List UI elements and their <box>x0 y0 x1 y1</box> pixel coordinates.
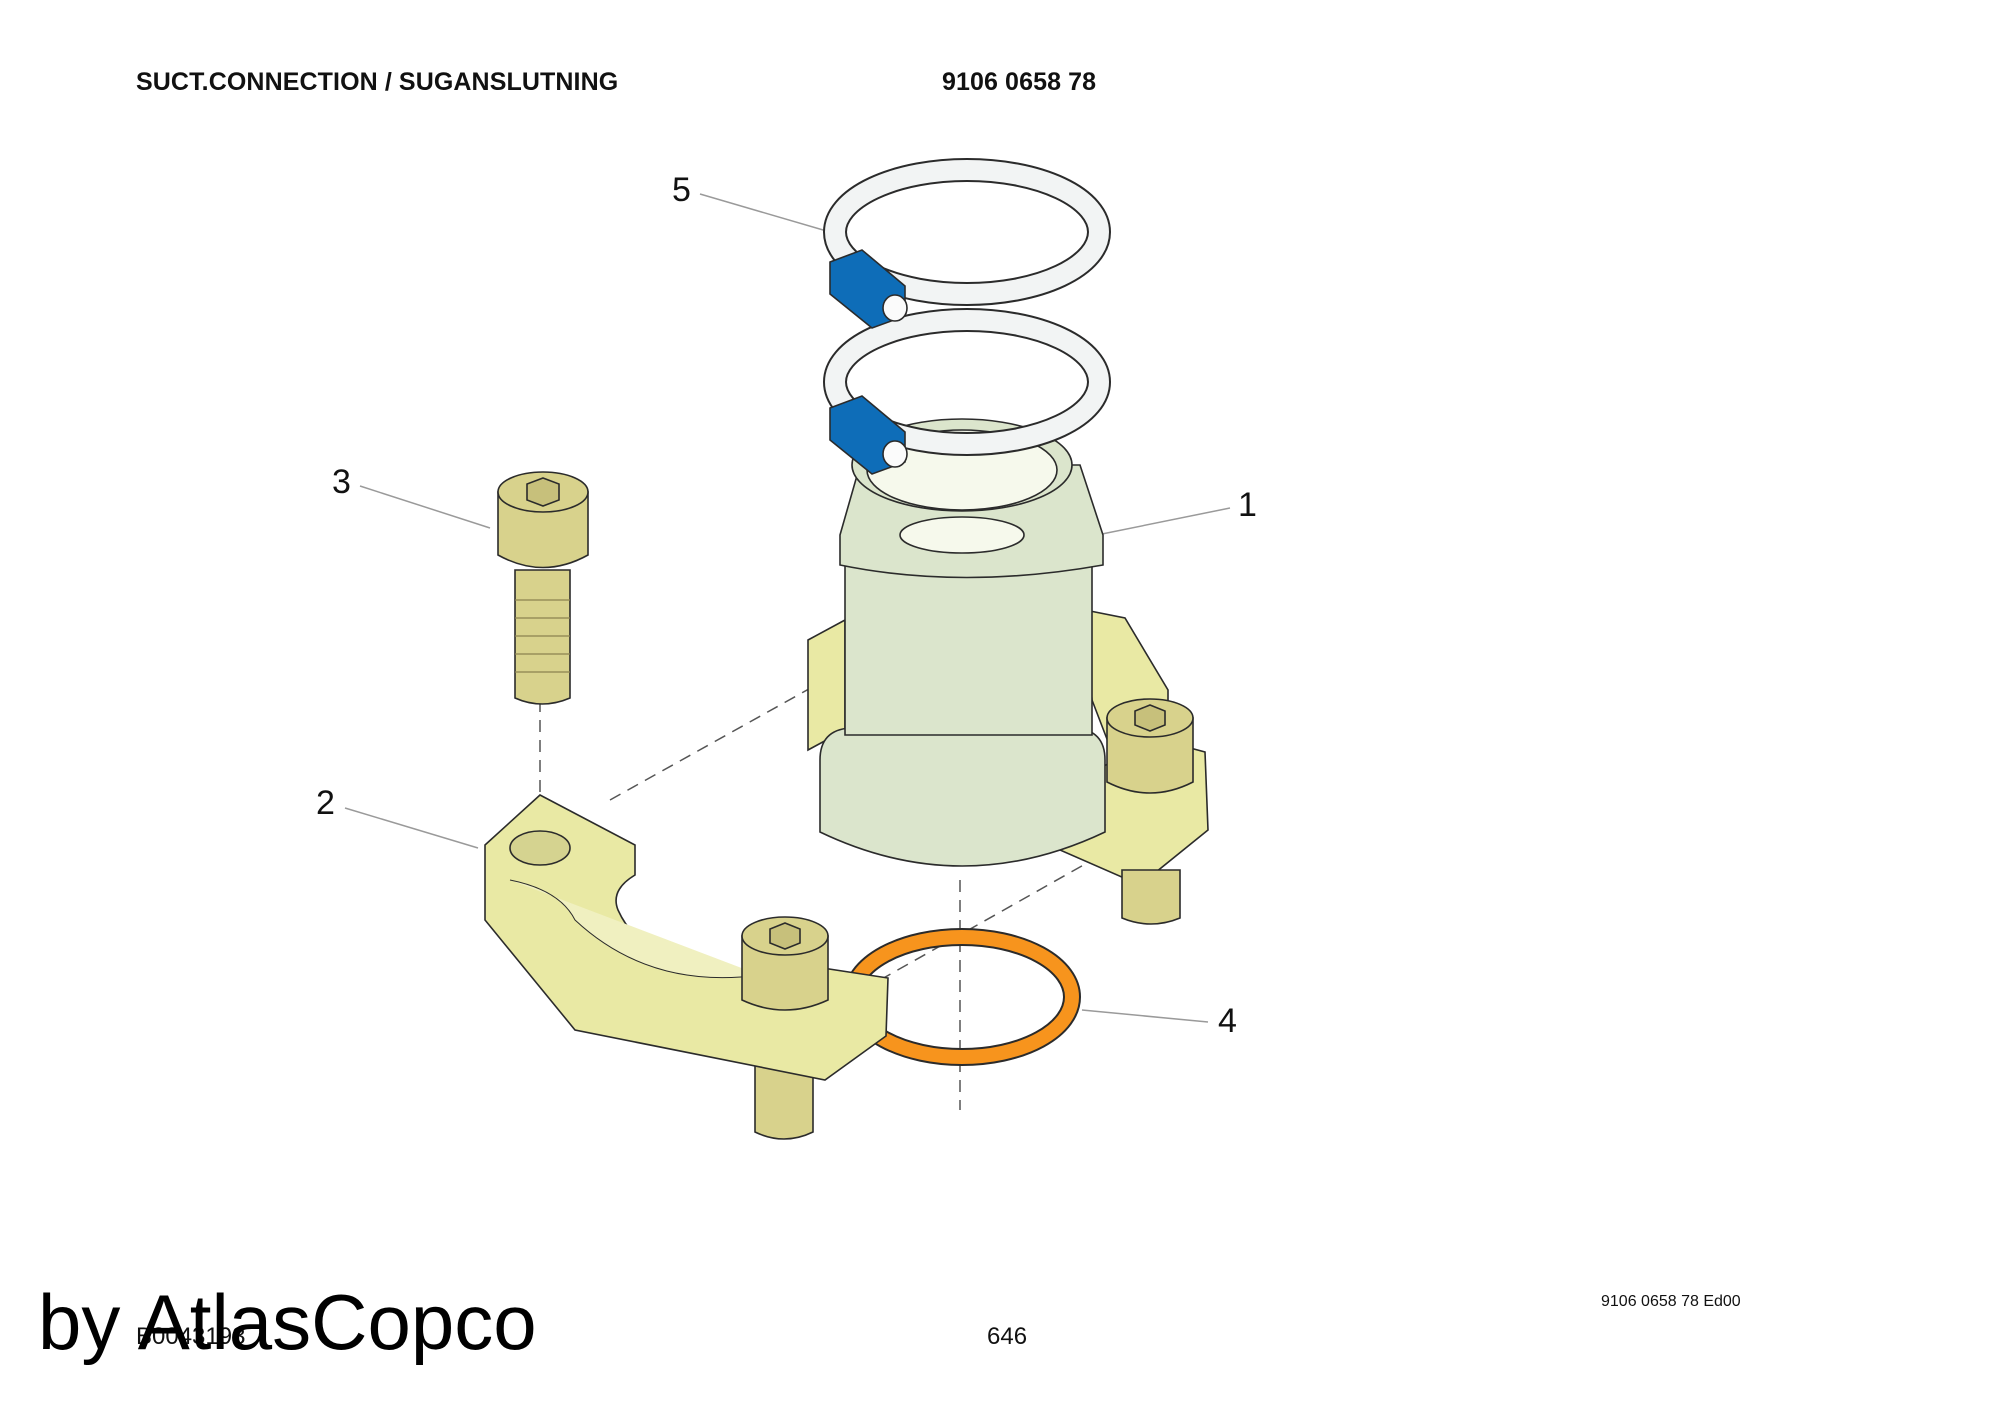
leader-line-5 <box>699 193 831 233</box>
watermark: by AtlasCopco <box>38 1278 537 1366</box>
leader-line-3 <box>359 485 491 529</box>
suction-connector-body <box>819 418 1106 867</box>
page-title: SUCT.CONNECTION / SUGANSLUTNING <box>136 68 619 96</box>
hose-clamp-lower <box>823 308 1111 475</box>
callout-3: 3 <box>332 463 351 501</box>
page-number: 646 <box>987 1323 1028 1350</box>
flange-half-front <box>484 794 889 1140</box>
part-number: 9106 0658 78 <box>942 68 1097 96</box>
socket-head-cap-screw <box>497 471 589 705</box>
leader-line-1 <box>1101 507 1231 535</box>
callout-5: 5 <box>672 171 691 209</box>
leader-line-2 <box>344 807 479 849</box>
callout-2: 2 <box>316 784 335 822</box>
leader-line-4 <box>1081 1009 1209 1023</box>
image-reference: B0043193 <box>136 1323 246 1350</box>
edition-code: 9106 0658 78 Ed00 <box>1601 1293 1741 1310</box>
hose-clamp-upper <box>823 158 1111 329</box>
assembly-axis-lines <box>539 679 1111 1110</box>
leader-lines <box>344 193 1231 1023</box>
callout-1: 1 <box>1238 486 1257 524</box>
callout-4: 4 <box>1218 1002 1237 1040</box>
